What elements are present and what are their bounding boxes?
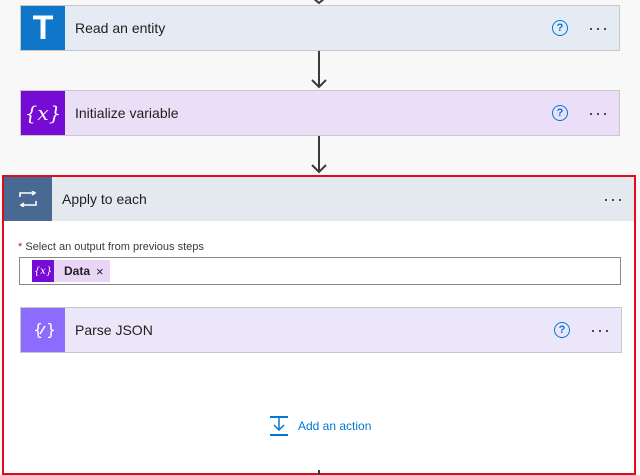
help-icon[interactable]: ? (554, 322, 571, 338)
apply-to-each-header[interactable]: Apply to each ··· (4, 177, 634, 221)
remove-token-icon[interactable]: × (96, 263, 104, 279)
loop-icon (4, 177, 52, 221)
parse-json-icon: { } (21, 308, 65, 352)
table-storage-icon: T (21, 6, 65, 50)
svg-text:{: { (33, 321, 43, 339)
step-read-entity[interactable]: T Read an entity ? ··· (20, 5, 620, 51)
more-options-button[interactable]: ··· (603, 189, 624, 209)
step-title: Read an entity (75, 20, 166, 36)
token-label: Data (64, 264, 91, 278)
more-options-button[interactable]: ··· (588, 103, 609, 123)
variable-icon: {x} (21, 91, 65, 135)
svg-text:}: } (46, 321, 54, 339)
data-token[interactable]: {x} Data × (32, 260, 110, 282)
help-icon[interactable]: ? (552, 105, 569, 121)
add-action-icon (270, 416, 288, 436)
step-parse-json[interactable]: { } Parse JSON ? ··· (20, 307, 622, 353)
select-output-input[interactable]: {x} Data × (19, 257, 621, 285)
help-icon[interactable]: ? (552, 20, 569, 36)
connector-line-bottom (318, 470, 320, 475)
add-action-label: Add an action (298, 419, 372, 433)
more-options-button[interactable]: ··· (590, 320, 611, 340)
apply-to-each-container[interactable]: Apply to each ··· * Select an output fro… (2, 175, 636, 475)
required-marker: * (18, 241, 23, 253)
select-output-label: * Select an output from previous steps (18, 241, 204, 253)
variable-icon: {x} (32, 260, 54, 282)
step-initialize-variable[interactable]: {x} Initialize variable ? ··· (20, 90, 620, 136)
step-title: Initialize variable (75, 105, 179, 121)
more-options-button[interactable]: ··· (588, 18, 609, 38)
step-title: Apply to each (62, 191, 147, 207)
step-title: Parse JSON (75, 322, 153, 338)
add-action-button[interactable]: Add an action (268, 415, 371, 437)
